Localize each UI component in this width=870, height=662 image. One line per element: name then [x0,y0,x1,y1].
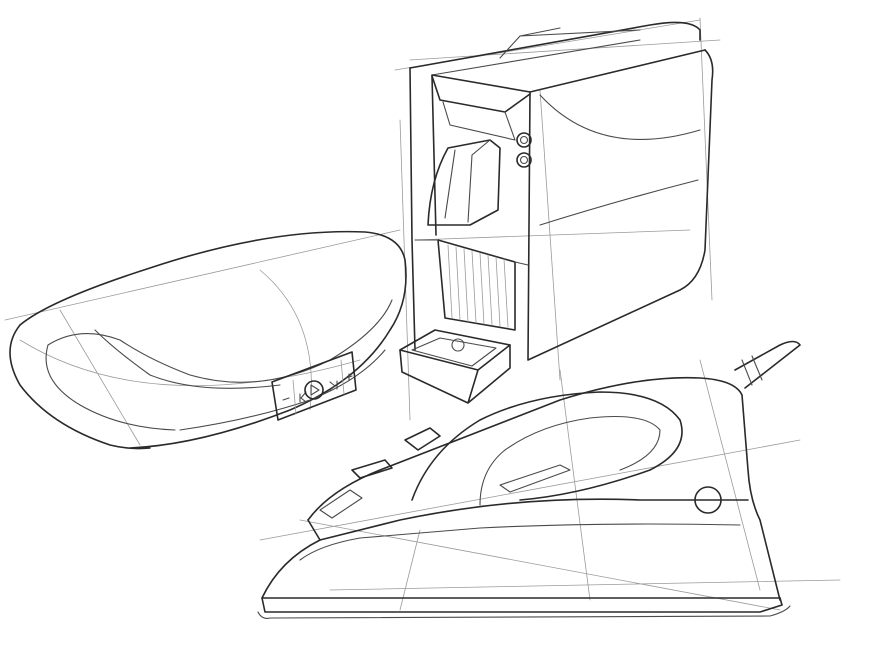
play-icon [304,380,324,400]
knob-icon [516,152,532,168]
knob-icon [516,132,532,148]
next-track-icon [329,380,338,391]
bluetooth-speaker [4,229,407,450]
drip-tray-cup-icon [451,338,465,352]
steam-iron [257,340,841,619]
previous-track-icon [299,391,307,403]
plus-icon [345,373,353,381]
espresso-machine [394,17,721,421]
minus-icon [282,397,290,401]
dial-icon [694,486,722,514]
